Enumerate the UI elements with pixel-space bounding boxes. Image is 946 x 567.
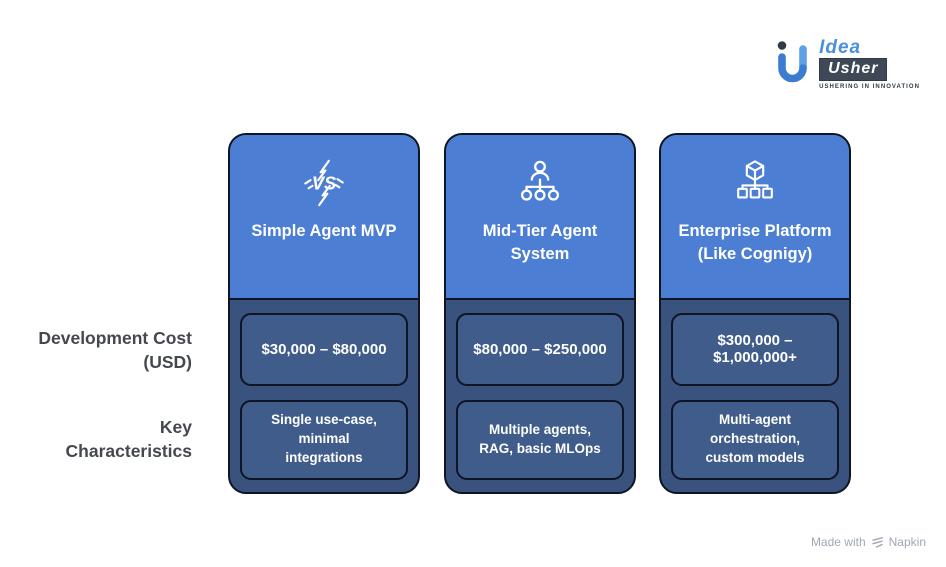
row-label-key-characteristics: Key Characteristics — [65, 417, 192, 461]
key-characteristics-cell: Multiple agents, RAG, basic MLOps — [456, 399, 624, 480]
cube-hierarchy-icon — [730, 159, 780, 207]
key-characteristics-cell: Single use-case, minimal integrations — [240, 399, 408, 480]
vs-spark-icon: VS — [299, 159, 349, 207]
idea-usher-mark-icon — [777, 41, 807, 83]
org-chart-person-icon — [515, 159, 565, 207]
logo-brand-top: Idea — [819, 37, 862, 58]
development-cost-cell: $80,000 – $250,000 — [456, 312, 624, 386]
svg-text:VS: VS — [312, 173, 336, 194]
logo-text: Idea Usher USHERING IN INNOVATION — [819, 38, 920, 90]
column-title: Enterprise Platform (Like Cognigy) — [678, 222, 832, 263]
column-title: Simple Agent MVP — [251, 222, 397, 240]
column-header: VS Simple Agent MVP — [230, 135, 418, 300]
idea-usher-logo: Idea Usher USHERING IN INNOVATION — [774, 38, 920, 90]
napkin-brand-label: Napkin — [888, 535, 926, 549]
column-title: Mid-Tier Agent System — [482, 222, 598, 263]
key-characteristics-cell: Multi-agent orchestration, custom models — [671, 399, 839, 480]
development-cost-cell: $30,000 – $80,000 — [240, 312, 408, 386]
made-with-label: Made with — [810, 535, 866, 549]
column-header: Enterprise Platform (Like Cognigy) — [661, 135, 849, 300]
made-with-napkin-credit: Made with Napkin — [811, 535, 926, 549]
row-label-development-cost: Development Cost (USD) — [38, 328, 192, 372]
column-body: $80,000 – $250,000 Multiple agents, RAG,… — [446, 300, 634, 493]
column-card-simple-agent-mvp: VS Simple Agent MVP $30,000 – $80,000 Si… — [228, 133, 420, 494]
column-body: $30,000 – $80,000 Single use-case, minim… — [230, 300, 418, 493]
column-header: Mid-Tier Agent System — [446, 135, 634, 300]
column-card-mid-tier-agent-system: Mid-Tier Agent System $80,000 – $250,000… — [444, 133, 636, 494]
column-card-enterprise-platform: Enterprise Platform (Like Cognigy) $300,… — [659, 133, 851, 494]
development-cost-cell: $300,000 – $1,000,000+ — [671, 312, 839, 386]
column-body: $300,000 – $1,000,000+ Multi-agent orche… — [661, 300, 849, 493]
logo-brand-bottom: Usher — [819, 58, 888, 81]
napkin-logo-icon — [871, 536, 883, 548]
logo-tagline: USHERING IN INNOVATION — [819, 84, 920, 90]
